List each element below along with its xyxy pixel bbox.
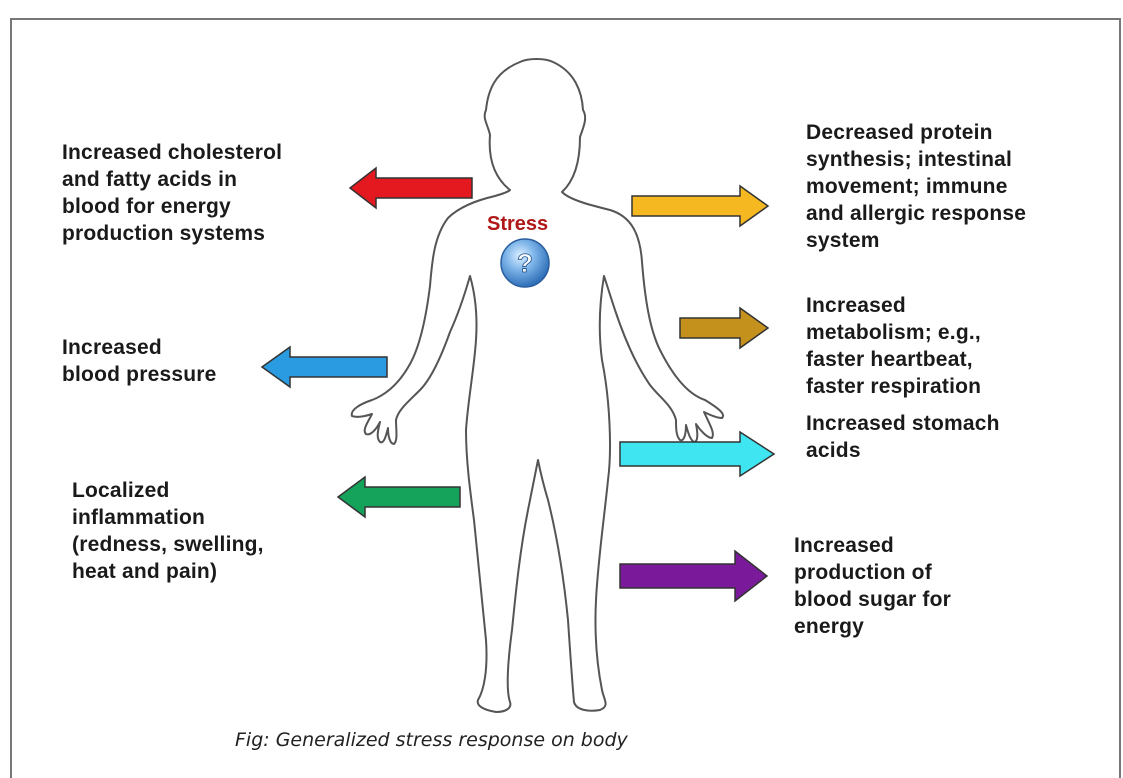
arrow-right-protein [632, 186, 768, 226]
effect-cholesterol-label: Increased cholesterol and fatty acids in… [62, 139, 282, 247]
arrow-right-metabolism [680, 308, 768, 348]
arrow-left-blood-pressure [262, 347, 387, 387]
arrow-left-inflammation [338, 477, 460, 517]
question-symbol: ? [517, 248, 533, 278]
figure-caption: Fig: Generalized stress response on body [235, 729, 628, 751]
arrow-right-blood-sugar [620, 551, 767, 601]
effect-blood-pressure-label: Increased blood pressure [62, 334, 217, 388]
effect-stomach-label: Increased stomach acids [806, 410, 1000, 464]
arrow-left-cholesterol [350, 168, 472, 208]
effect-protein-label: Decreased protein synthesis; intestinal … [806, 119, 1026, 254]
effect-inflammation-label: Localized inflammation (redness, swellin… [72, 477, 264, 585]
effect-blood-sugar-label: Increased production of blood sugar for … [794, 532, 951, 640]
human-body-outline [352, 59, 723, 712]
stress-label: Stress [487, 213, 548, 236]
effect-metabolism-label: Increased metabolism; e.g., faster heart… [806, 292, 981, 400]
